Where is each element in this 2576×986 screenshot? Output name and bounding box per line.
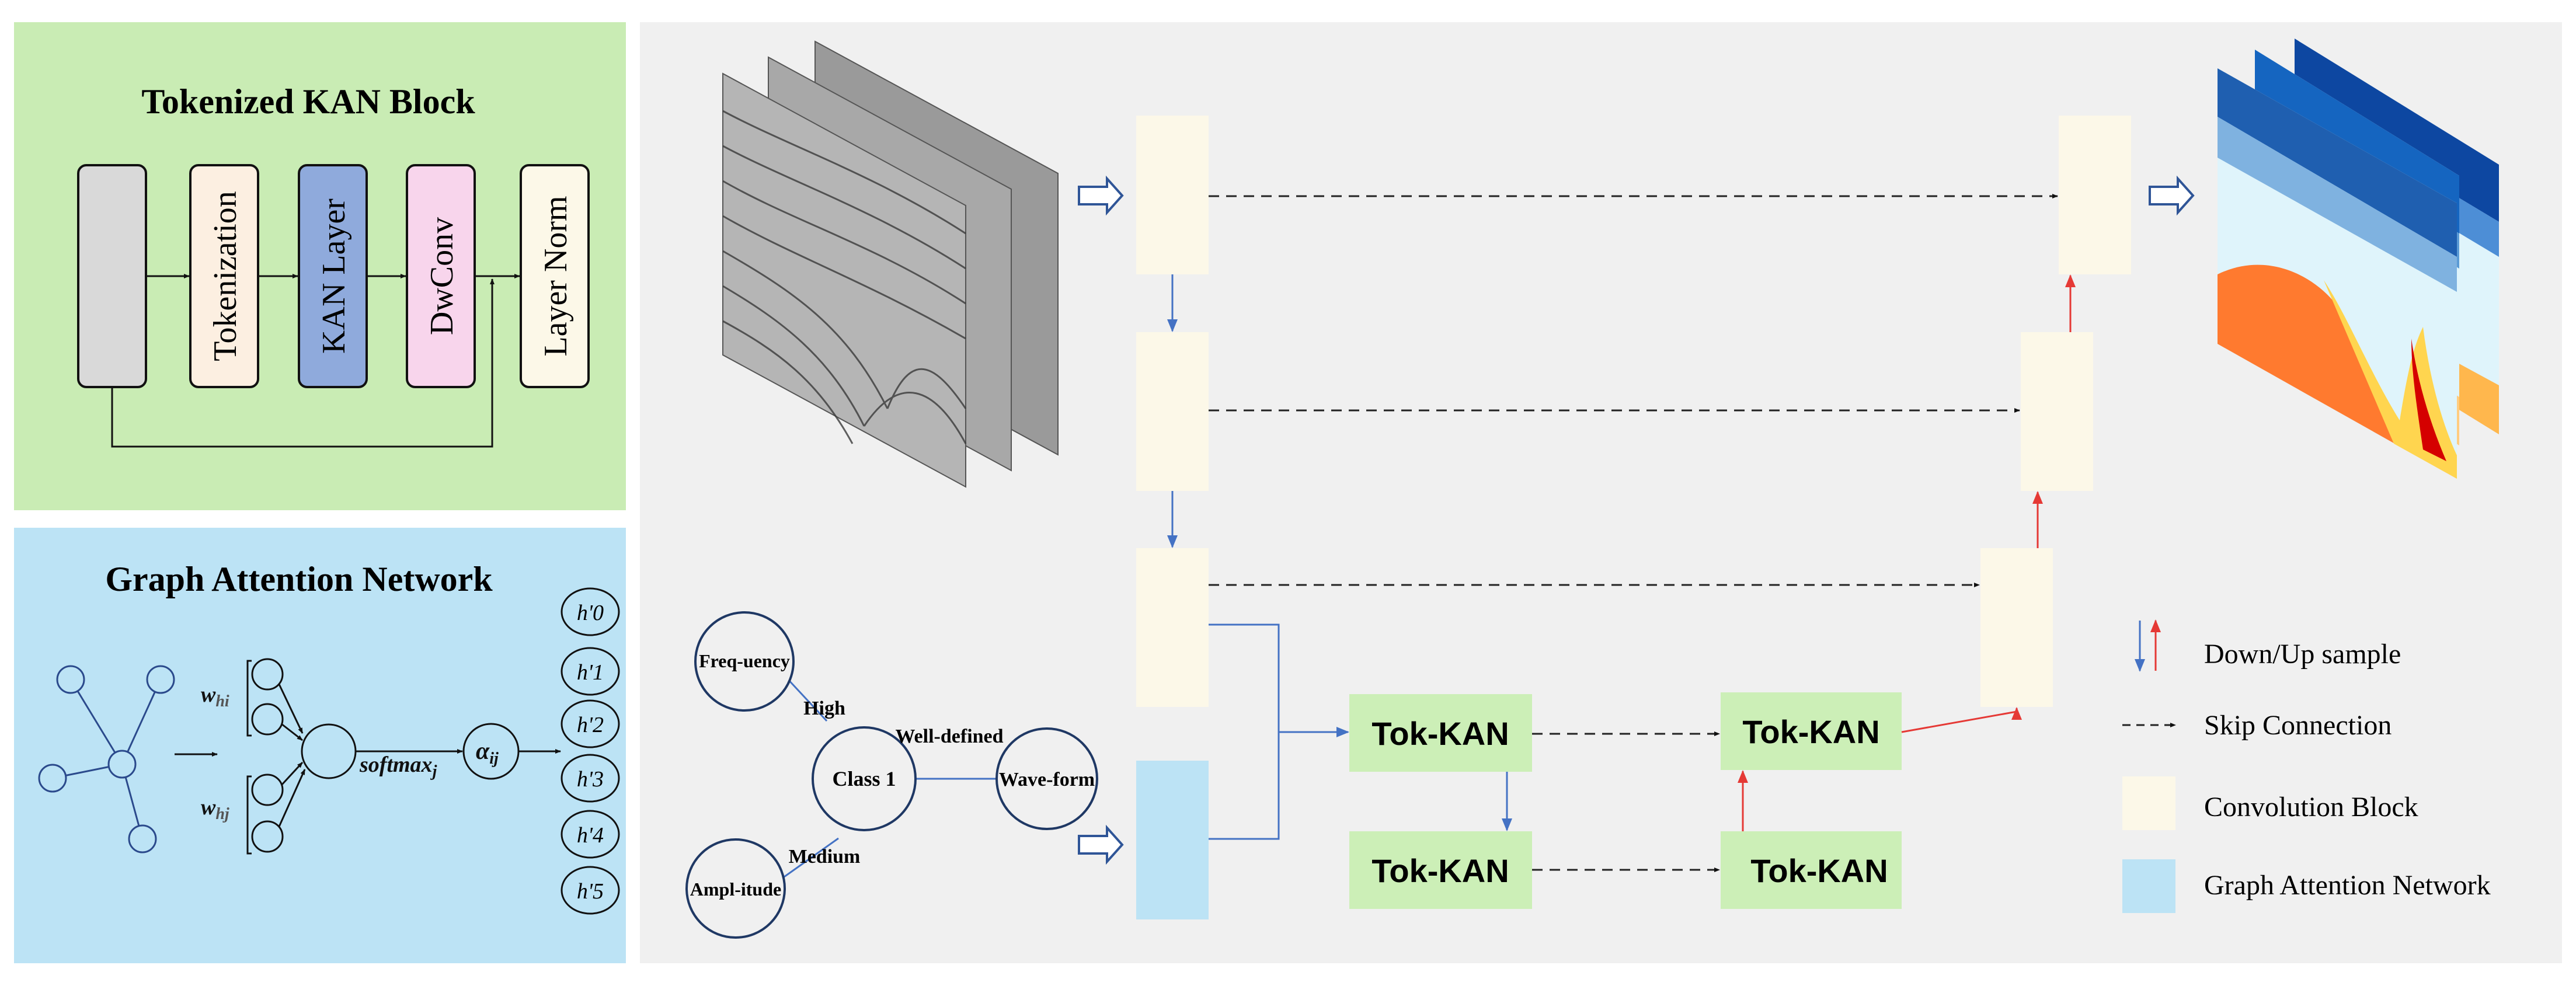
tok-kan-label-3: Tok-KAN: [1742, 713, 1879, 750]
legend-down-up-label: Down/Up sample: [2204, 639, 2401, 670]
main-panel: Tok-KAN Tok-KAN Tok-KAN Tok-KAN Freq-uen…: [640, 22, 2562, 963]
output-h1-label: h'1: [577, 660, 604, 685]
gat-panel: Graph Attention Network: [14, 528, 626, 963]
legend: Down/Up sample Skip Connection Convoluti…: [2122, 619, 2491, 913]
attention-input-node: [251, 774, 284, 806]
dwconv-label: DwConv: [424, 217, 460, 335]
tokenization-label: Tokenization: [207, 191, 243, 361]
layer-norm-label: Layer Norm: [538, 196, 574, 356]
gat-background: [14, 528, 626, 963]
tok-kan-block-4: [1721, 831, 1902, 909]
seismic-input-stack: [722, 40, 1059, 488]
gat-block: [1136, 761, 1209, 919]
input-hollow-arrow: [1078, 175, 1124, 216]
tok-kan-block-3: [1721, 692, 1902, 770]
gat-title: Graph Attention Network: [105, 560, 493, 598]
conv3-to-tok-kan: [1209, 623, 1349, 737]
weight-hj-label: whj: [201, 795, 229, 823]
input-block: [77, 164, 147, 388]
tok-kan-label-2: Tok-KAN: [1371, 852, 1509, 889]
output-node: [561, 754, 620, 803]
graph-node: [128, 824, 157, 853]
gat-outputs: h'0 h'1 h'2 h'3 h'4 h'5: [561, 587, 620, 915]
graph-node: [38, 764, 67, 793]
output-node: [561, 866, 620, 915]
attribute-graph: Freq-uency Class 1 Wave-form Ampl-itude …: [685, 611, 1098, 939]
legend-conv-swatch: [2122, 776, 2175, 830]
edge-medium-label: Medium: [789, 846, 861, 867]
graph-node: [56, 665, 85, 694]
graph-node: [146, 665, 175, 694]
output-node: [561, 810, 620, 859]
tokenized-kan-title: Tokenized KAN Block: [141, 82, 475, 121]
output-node: [561, 699, 620, 748]
class-node: [812, 726, 917, 831]
alpha-label: αij: [476, 738, 499, 768]
edge-well-defined-label: Well-defined: [895, 726, 1003, 747]
decoder-conv-block-1: [2059, 116, 2131, 274]
encoder-conv-block-1: [1136, 116, 1209, 274]
tok-kan-label-1: Tok-KAN: [1371, 715, 1509, 752]
amplitude-label: Ampl-itude: [690, 879, 781, 900]
class-label: Class 1: [832, 767, 896, 790]
kan-layer-label: KAN Layer: [316, 198, 352, 354]
output-h0-label: h'0: [577, 601, 604, 625]
tok-kan-label-4: Tok-KAN: [1750, 852, 1888, 889]
frequency-label: Freq-uency: [699, 650, 790, 671]
graph-node: [107, 750, 137, 779]
legend-gat-swatch: [2122, 859, 2175, 913]
waveform-node: [995, 727, 1098, 830]
encoder-conv-block-2: [1136, 332, 1209, 491]
tok-kan-block-2: [1349, 831, 1532, 909]
tok-kan-to-decoder: [1901, 707, 2022, 733]
layer-norm-block: [520, 164, 590, 388]
attention-mechanism: [246, 658, 357, 855]
softmax-label: softmaxj: [359, 752, 437, 781]
seismic-slice: [722, 72, 966, 488]
edge-high-label: High: [803, 698, 845, 719]
legend-conv-label: Convolution Block: [2204, 792, 2418, 823]
frequency-node: [694, 611, 795, 712]
input-graph: [38, 665, 175, 853]
legend-skip-label: Skip Connection: [2204, 710, 2391, 741]
tok-kan-block-1: [1349, 694, 1532, 772]
waveform-label: Wave-form: [999, 769, 1095, 790]
gat-to-tok-kan: [1209, 732, 1280, 840]
output-h3-label: h'3: [577, 767, 604, 792]
segmentation-slice: [2218, 68, 2457, 479]
attention-input-node: [251, 658, 284, 691]
encoder-conv-block-3: [1136, 548, 1209, 707]
decoder-conv-block-2: [2021, 332, 2093, 491]
legend-gat-label: Graph Attention Network: [2204, 870, 2491, 901]
decoder-conv-block-3: [1980, 548, 2053, 707]
attention-input-node: [251, 820, 284, 853]
attention-input-node: [251, 703, 284, 736]
segmentation-output-stack: [2218, 39, 2499, 479]
graph-to-gat-hollow-arrow: [1078, 824, 1124, 865]
residual-connection: [111, 278, 495, 448]
tokenized-kan-panel: Tokenized KAN Block Tokenization KAN Lay…: [14, 22, 626, 510]
output-h2-label: h'2: [577, 713, 604, 737]
output-h4-label: h'4: [577, 823, 604, 848]
output-h5-label: h'5: [577, 879, 604, 904]
output-hollow-arrow: [2149, 175, 2195, 216]
weight-hi-label: whi: [201, 682, 229, 710]
amplitude-node: [685, 838, 786, 939]
output-node: [561, 587, 620, 636]
output-node: [561, 647, 620, 696]
